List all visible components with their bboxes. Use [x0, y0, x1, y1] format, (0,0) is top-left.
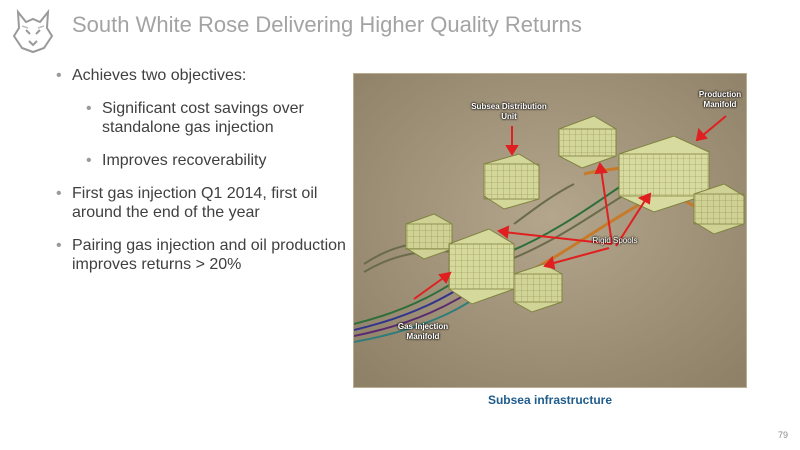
bullet-list: Achieves two objectives: Significant cos… [56, 66, 356, 288]
page-number: 79 [777, 430, 788, 440]
label-gas-injection-manifold: Gas Injection Manifold [397, 322, 449, 341]
husky-dog-head-icon [10, 8, 56, 54]
sub-bullet-recoverability: Improves recoverability [86, 151, 356, 170]
label-rigid-spools: Rigid Spools [592, 236, 638, 245]
figure-caption: Subsea infrastructure [487, 393, 613, 407]
label-subsea-distribution-unit: Subsea Distribution Unit [471, 102, 547, 121]
bullet-objectives: Achieves two objectives: [56, 66, 356, 85]
subsea-infrastructure-image: Subsea Distribution Unit Production Mani… [353, 73, 747, 388]
sub-bullet-cost-savings: Significant cost savings over standalone… [86, 99, 356, 137]
slide-title: South White Rose Delivering Higher Quali… [72, 12, 582, 37]
bullet-pairing-returns: Pairing gas injection and oil production… [56, 236, 356, 274]
bullet-first-gas-injection: First gas injection Q1 2014, first oil a… [56, 184, 356, 222]
label-production-manifold: Production Manifold [698, 90, 742, 109]
